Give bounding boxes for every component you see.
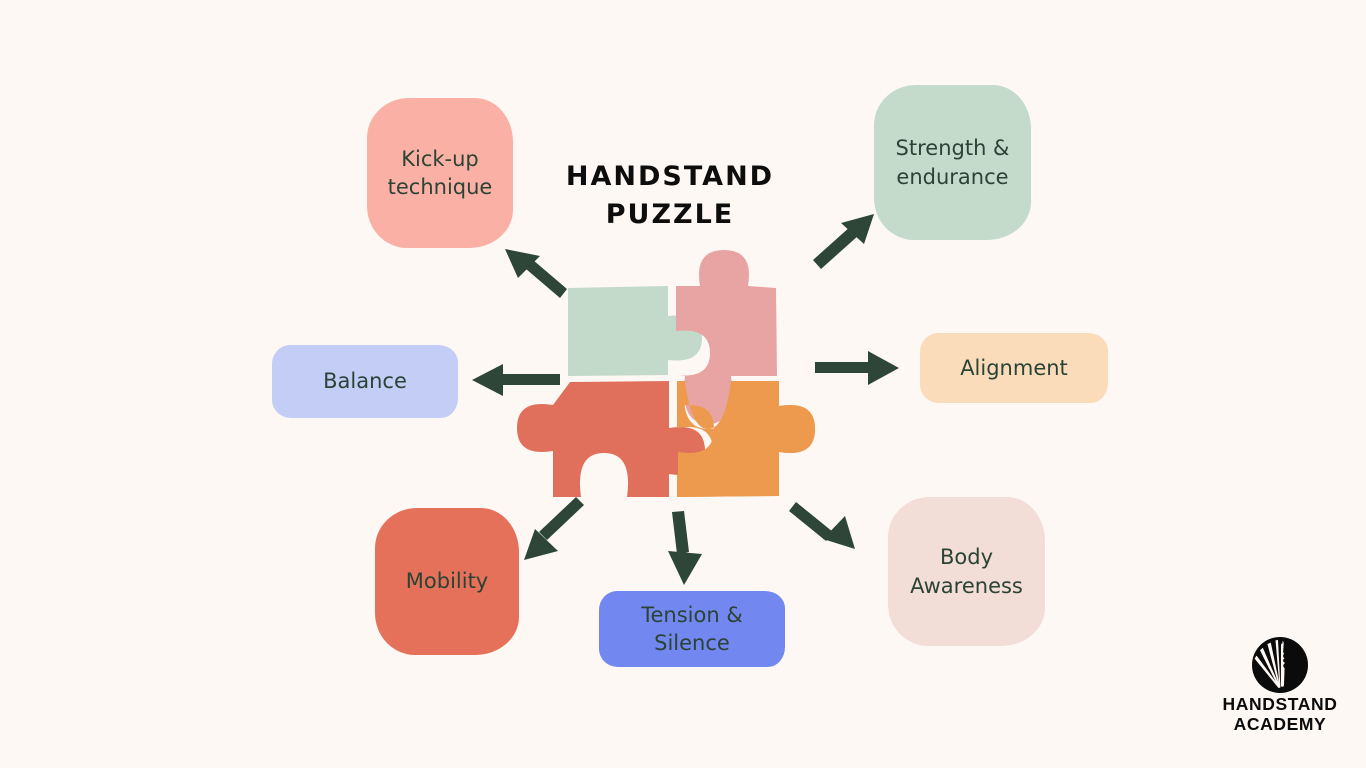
puzzle-piece-bottom-left	[517, 381, 705, 497]
arrows-group	[472, 214, 899, 585]
label-alignment-text: Alignment	[960, 355, 1068, 380]
label-tension-line-2: Silence	[654, 631, 730, 655]
logo-text-line-1: HANDSTAND	[1222, 694, 1338, 714]
arrow-to-body	[789, 502, 855, 549]
handstand-academy-logo: HANDSTAND ACADEMY	[1218, 636, 1342, 752]
logo-text-line-2: ACADEMY	[1233, 714, 1327, 735]
puzzle-group	[517, 250, 815, 497]
label-box-tension-silence[interactable]: Tension & Silence	[599, 591, 785, 667]
label-balance-text: Balance	[323, 369, 407, 394]
arrow-to-tension	[668, 511, 702, 585]
label-tension-line-1: Tension &	[641, 602, 743, 627]
label-strength-line-1: Strength &	[895, 136, 1010, 161]
puzzle-piece-top-right	[676, 250, 777, 424]
arrow-to-kickup	[505, 249, 567, 298]
puzzle-piece-bottom-right	[677, 381, 815, 497]
label-strength-line-2: endurance	[896, 164, 1009, 189]
label-body-line-1: Body	[939, 545, 993, 570]
label-box-body-awareness[interactable]: Body Awareness	[888, 497, 1045, 646]
handstand-logo-mark-icon	[1252, 637, 1308, 693]
puzzle-piece-top-left	[568, 286, 702, 376]
arrow-to-alignment	[815, 351, 899, 385]
arrow-to-mobility	[524, 497, 584, 560]
label-body-text: Body Awareness	[910, 543, 1023, 599]
label-box-alignment[interactable]: Alignment	[920, 333, 1108, 403]
label-body-line-2: Awareness	[910, 573, 1023, 598]
arrow-to-balance	[472, 364, 560, 396]
label-box-kickup-technique[interactable]: Kick-up technique	[367, 98, 513, 248]
page-title-line-1: HANDSTAND	[565, 161, 775, 192]
label-box-strength-endurance[interactable]: Strength & endurance	[874, 85, 1031, 240]
puzzle-piece-bottom-right-body	[678, 381, 815, 497]
arrow-to-strength	[813, 214, 874, 269]
label-kickup-line-1: Kick-up	[401, 146, 479, 171]
label-kickup-text: Kick-up technique	[388, 145, 493, 201]
label-tension-text: Tension & Silence	[641, 601, 742, 657]
label-mobility-text: Mobility	[405, 569, 489, 594]
label-kickup-line-2: technique	[387, 175, 493, 199]
label-box-mobility[interactable]: Mobility	[375, 508, 519, 655]
page-title: HANDSTAND PUZZLE	[545, 158, 795, 235]
label-strength-text: Strength & endurance	[896, 134, 1010, 190]
label-box-balance[interactable]: Balance	[272, 345, 458, 418]
page-title-line-2: PUZZLE	[605, 199, 735, 231]
